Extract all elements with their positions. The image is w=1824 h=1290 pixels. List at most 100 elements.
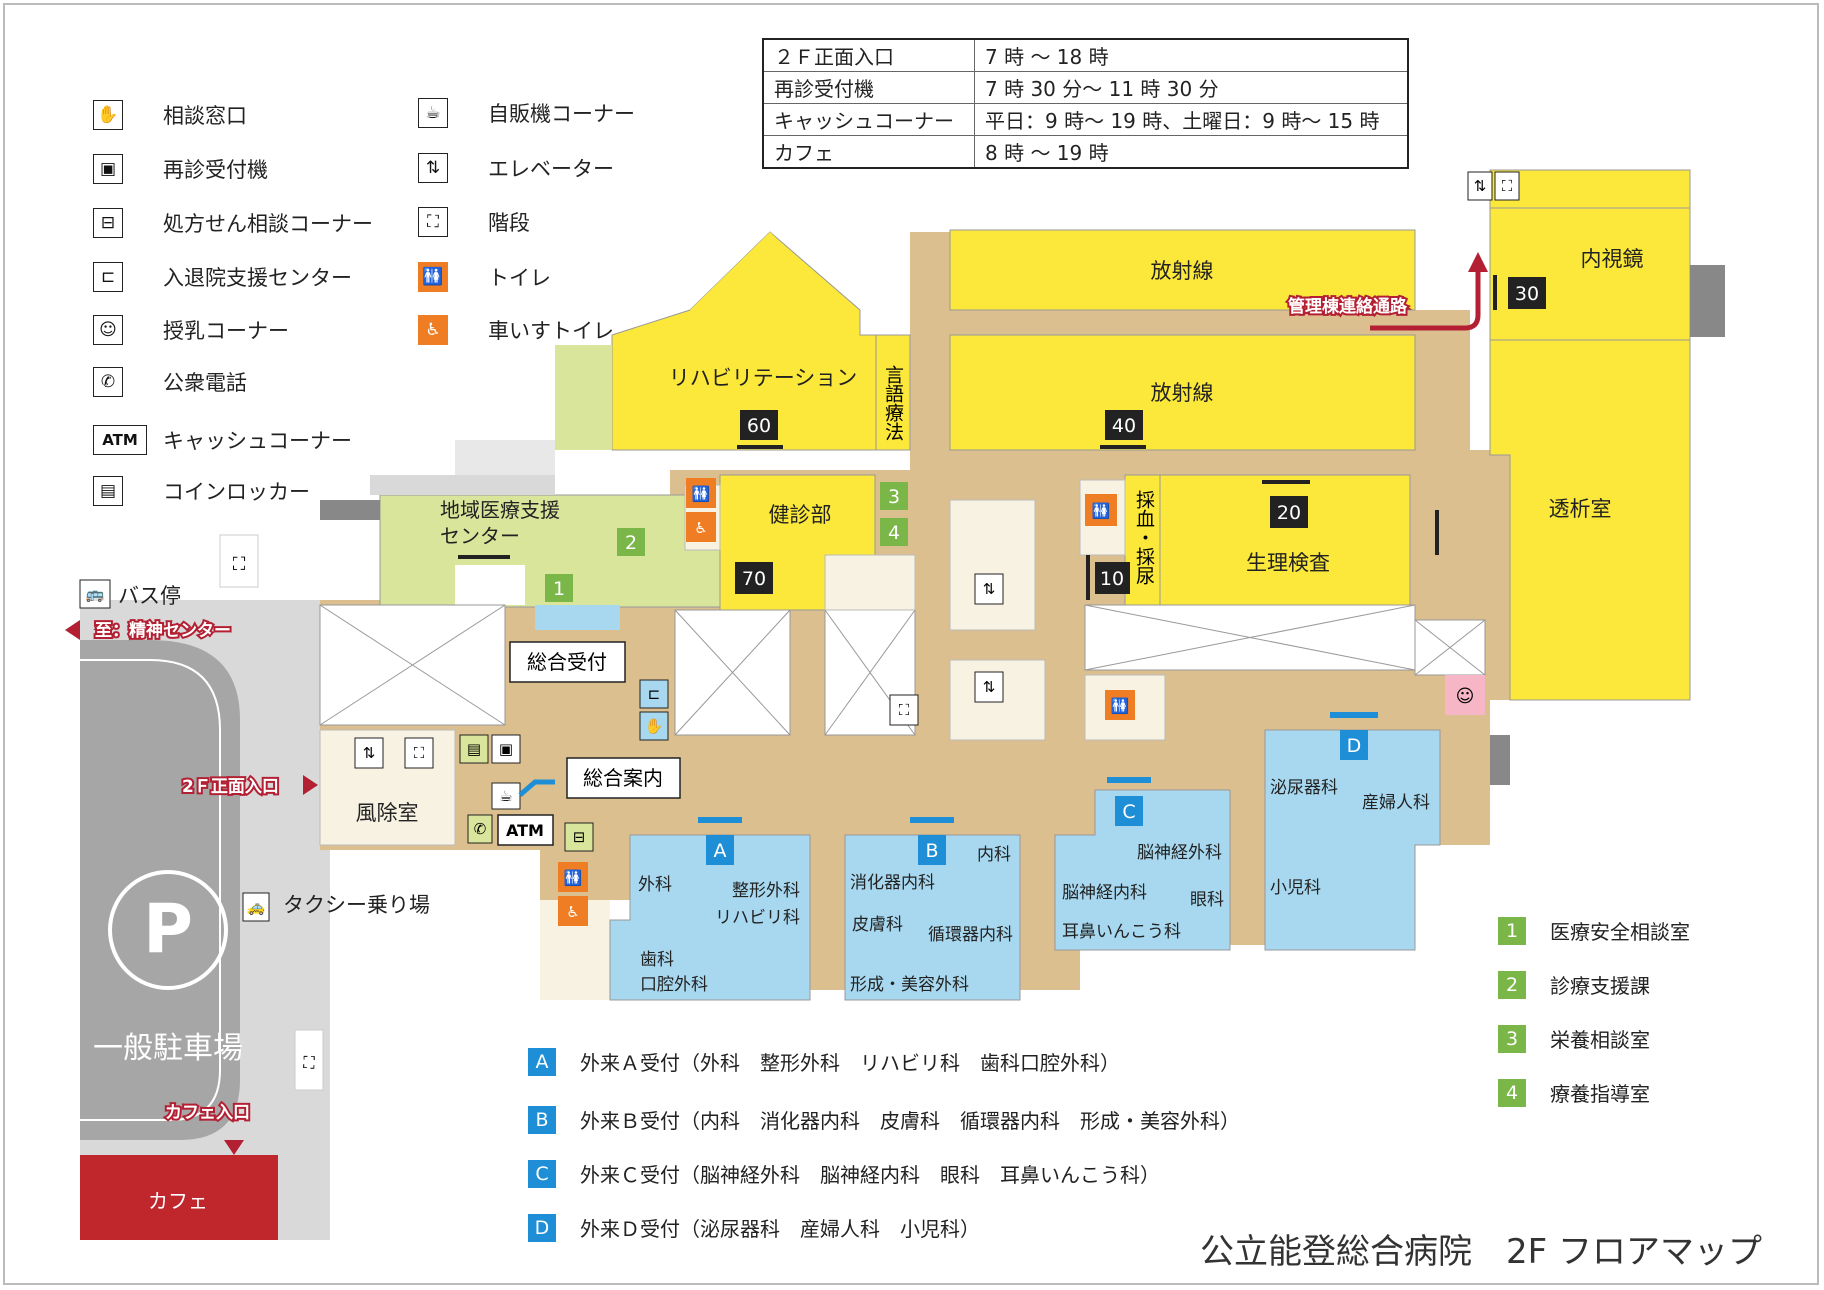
label-windbreak: 風除室 bbox=[356, 801, 419, 825]
svg-text:⇅: ⇅ bbox=[983, 678, 996, 696]
parking-icon bbox=[108, 870, 228, 990]
block-legend-label: 外来Ｃ受付（脳神経外科 脳神経内科 眼科 耳鼻いんこう科） bbox=[580, 1163, 1160, 1187]
arrow-head bbox=[1468, 252, 1488, 272]
room-number-30: 30 bbox=[1515, 283, 1539, 305]
page-title: 公立能登総合病院 2F フロアマップ bbox=[1200, 1232, 1762, 1272]
cafe-label: カフェ bbox=[148, 1189, 208, 1213]
info-box[interactable] bbox=[566, 757, 681, 799]
dept-b-4: 形成・美容外科 bbox=[850, 975, 969, 995]
room-key: 3 bbox=[1498, 1024, 1526, 1053]
dept-d-2: 小児科 bbox=[1270, 878, 1321, 898]
block-legend-a: A 外来Ａ受付（外科 整形外科 リハビリ科 歯科口腔外科） bbox=[528, 1047, 1120, 1076]
legend-item-4: ☺授乳コーナー bbox=[93, 315, 289, 345]
cafe-area[interactable] bbox=[80, 1155, 278, 1240]
green-number-3: 3 bbox=[888, 486, 900, 508]
toilet-icon: 🚻 bbox=[418, 262, 448, 292]
block-legend-label: 外来Ｂ受付（内科 消化器内科 皮膚科 循環器内科 形成・美容外科） bbox=[580, 1109, 1240, 1133]
legend-label: 公衆電話 bbox=[163, 371, 247, 395]
room-radiology-mid[interactable] bbox=[949, 334, 1416, 451]
hand-icon: ✋ bbox=[93, 100, 123, 130]
block-key: C bbox=[528, 1159, 556, 1188]
stairs-outside-1 bbox=[219, 534, 259, 588]
room-legend-label: 療養指導室 bbox=[1550, 1082, 1650, 1106]
dept-d-1: 産婦人科 bbox=[1362, 793, 1430, 813]
dept-b-1: 消化器内科 bbox=[850, 873, 935, 893]
legend-item-12: ♿車いすトイレ bbox=[418, 315, 614, 345]
label-physiology: 生理検査 bbox=[1246, 551, 1330, 575]
legend-item-11: 🚻トイレ bbox=[418, 262, 551, 292]
label-checkup: 健診部 bbox=[769, 503, 832, 527]
svg-text:🚻: 🚻 bbox=[1092, 502, 1111, 520]
block-key: B bbox=[528, 1105, 556, 1134]
room-number-20: 20 bbox=[1277, 502, 1301, 524]
reception-box[interactable] bbox=[509, 641, 626, 683]
svg-text:⇅: ⇅ bbox=[1474, 177, 1487, 195]
svg-text:✋: ✋ bbox=[645, 717, 664, 735]
label-taxi: タクシー乗り場 bbox=[283, 893, 430, 917]
block-a[interactable] bbox=[609, 834, 811, 1001]
svg-text:🚻: 🚻 bbox=[692, 485, 711, 503]
green-number-2: 2 bbox=[625, 532, 637, 554]
grey-strip-2 bbox=[455, 440, 555, 475]
block-key: A bbox=[528, 1047, 556, 1076]
label-atm: ATM bbox=[506, 821, 544, 840]
room-green-side bbox=[555, 345, 612, 450]
room-number-10: 10 bbox=[1100, 568, 1124, 590]
room-blood[interactable] bbox=[1124, 474, 1161, 606]
nursing-corner[interactable] bbox=[1445, 675, 1485, 715]
parking-label: 一般駐車場 bbox=[93, 1031, 243, 1066]
prescription-icon: ⊟ bbox=[93, 208, 123, 238]
dept-a-0: 外科 bbox=[638, 875, 672, 895]
green-number-1: 1 bbox=[553, 578, 565, 600]
label-info: 総合案内 bbox=[583, 766, 663, 790]
svg-text:⛶: ⛶ bbox=[899, 701, 910, 719]
counter-marks bbox=[698, 712, 1378, 823]
label-dialysis: 透析室 bbox=[1549, 497, 1612, 521]
label-regional-wrap: 地域医療支援センター bbox=[440, 498, 560, 548]
block-c[interactable] bbox=[1054, 789, 1231, 951]
block-legend-label: 外来Ａ受付（外科 整形外科 リハビリ科 歯科口腔外科） bbox=[580, 1051, 1120, 1075]
green-number-4: 4 bbox=[888, 522, 900, 544]
map-frame bbox=[3, 3, 1819, 1285]
parking-lot bbox=[80, 640, 240, 1140]
room-physiology[interactable] bbox=[1159, 474, 1411, 606]
dept-c-0: 脳神経外科 bbox=[1137, 843, 1222, 863]
room-cream-1 bbox=[949, 499, 1036, 631]
block-d[interactable] bbox=[1264, 729, 1441, 951]
legend-item-1: ▣再診受付機 bbox=[93, 154, 268, 184]
atm-box[interactable] bbox=[497, 814, 554, 846]
label-bus: バス停 bbox=[118, 584, 181, 608]
svg-text:⇅: ⇅ bbox=[363, 744, 376, 762]
room-speech[interactable] bbox=[875, 334, 911, 451]
legend-item-10: ⛶階段 bbox=[418, 207, 530, 237]
block-letter-d: D bbox=[1347, 735, 1362, 757]
legend-label: 相談窓口 bbox=[163, 104, 247, 128]
svg-text:⊏: ⊏ bbox=[648, 685, 661, 703]
info-counter bbox=[518, 779, 555, 797]
label-reception: 総合受付 bbox=[527, 650, 607, 674]
hours-place: キャッシュコーナー bbox=[762, 103, 975, 136]
room-windbreak[interactable] bbox=[319, 729, 456, 846]
legend-label: コインロッカー bbox=[163, 480, 310, 504]
table-row: キャッシュコーナー平日：9 時～ 19 時、土曜日：9 時～ 15 時 bbox=[762, 103, 1409, 136]
stairs-icon: ⛶ bbox=[303, 1053, 315, 1072]
legend-label: 処方せん相談コーナー bbox=[163, 212, 373, 236]
stairs-strip-right-2 bbox=[1490, 735, 1510, 785]
room-cutout bbox=[455, 565, 525, 605]
svg-text:⛶: ⛶ bbox=[414, 744, 425, 762]
room-radiology-top[interactable] bbox=[949, 229, 1416, 311]
wheelchair-icon: ♿ bbox=[418, 315, 448, 345]
dept-b-2: 皮膚科 bbox=[852, 915, 903, 935]
svg-text:⇅: ⇅ bbox=[983, 580, 996, 598]
block-legend-c: C 外来Ｃ受付（脳神経外科 脳神経内科 眼科 耳鼻いんこう科） bbox=[528, 1159, 1160, 1188]
stairs-strip-right bbox=[1690, 265, 1725, 337]
room-number-70: 70 bbox=[742, 568, 766, 590]
arrow-down bbox=[224, 1140, 244, 1155]
hours-time: 7 時 ～ 18 時 bbox=[974, 38, 1409, 72]
dept-b-3: 循環器内科 bbox=[928, 925, 1013, 945]
legend-label: 階段 bbox=[488, 211, 530, 235]
